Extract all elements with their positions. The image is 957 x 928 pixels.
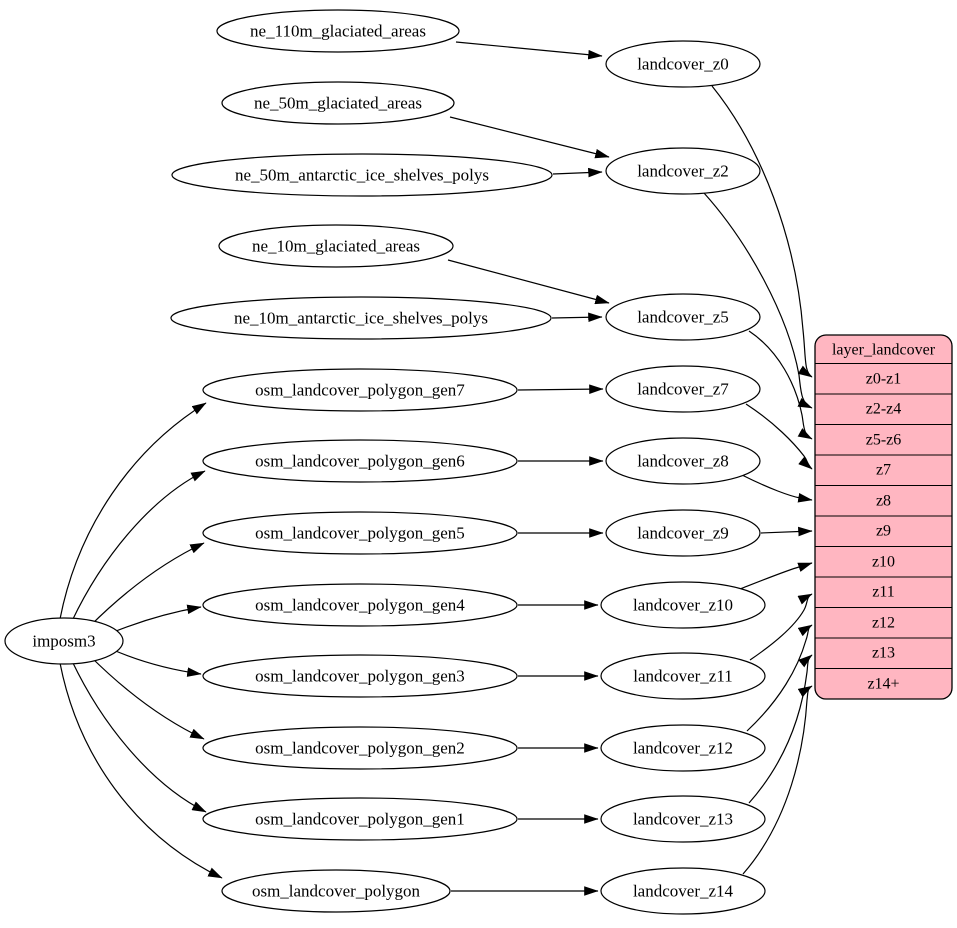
node-osm-landcover-polygon-gen4: osm_landcover_polygon_gen4 [202,583,518,627]
node-ne-50m-antarctic-ice-shelves-polys: ne_50m_antarctic_ice_shelves_polys [171,153,553,197]
table-row-z9: z9 [876,523,891,540]
node-osm-landcover-polygon-gen3: osm_landcover_polygon_gen3 [202,654,518,698]
edge-imposm3-to-gen6 [71,470,206,622]
edge-imposm3-to-gen7 [59,402,207,620]
edge-imposm3-to-gen3 [110,648,202,677]
node-osm-landcover-polygon-gen6: osm_landcover_polygon_gen6 [202,439,518,483]
node-landcover-z10: landcover_z10 [600,581,766,629]
node-label: landcover_z10 [633,596,733,615]
edge-z2-to-row-z2-z4 [703,192,813,409]
node-ne-10m-glaciated-areas: ne_10m_glaciated_areas [218,224,454,268]
edge-imposm3-to-gen5 [88,542,205,628]
node-label: osm_landcover_polygon_gen2 [255,739,465,758]
table-title: layer_landcover [832,342,936,359]
edge-ne10m-antarctic-to-z5 [551,312,603,323]
node-label: landcover_z9 [637,524,729,543]
node-landcover-z0: landcover_z0 [605,40,761,88]
node-label: ne_10m_antarctic_ice_shelves_polys [234,309,488,328]
node-label: landcover_z12 [633,739,733,758]
node-label: osm_landcover_polygon_gen5 [255,524,465,543]
edge-z7-to-row-z7 [745,403,813,470]
node-label: osm_landcover_polygon [252,882,421,901]
node-landcover-z11: landcover_z11 [600,652,766,700]
edges-views [703,85,813,875]
node-label: landcover_z7 [637,380,729,399]
node-landcover-z9: landcover_z9 [605,509,761,557]
edge-ne50m-glaciated-to-z2 [449,116,610,159]
edge-imposm3-to-gen4 [110,604,202,634]
node-label: landcover_z13 [633,810,733,829]
table-row-z0-z1: z0-z1 [866,371,902,388]
edges-sources [447,41,610,896]
edge-z14-to-row-z14 [742,685,813,875]
node-label: ne_110m_glaciated_areas [250,22,426,41]
edge-gen7-to-z7 [517,384,604,394]
table-row-z13: z13 [872,645,895,662]
node-osm-landcover-polygon-gen1: osm_landcover_polygon_gen1 [202,797,518,841]
node-label: osm_landcover_polygon_gen6 [255,452,465,471]
node-label: landcover_z2 [637,162,729,181]
edge-ne50m-antarctic-to-z2 [552,167,603,178]
node-osm-landcover-polygon: osm_landcover_polygon [221,869,451,913]
table-row-z11: z11 [872,584,895,601]
edge-imposm3-to-polygon [59,662,223,879]
table-row-z12: z12 [872,615,895,632]
table-row-z7: z7 [876,462,891,479]
node-landcover-z12: landcover_z12 [600,724,766,772]
edge-z12-to-row-z12 [746,624,813,732]
edge-ne110m-to-z0 [455,41,603,60]
edge-z5-to-row-z5-z6 [748,330,813,440]
edge-imposm3-to-gen2 [88,654,205,740]
table-row-z14plus: z14+ [867,676,899,693]
table-row-z2-z4: z2-z4 [866,401,902,418]
node-label: landcover_z14 [633,882,734,901]
node-ne-50m-glaciated-areas: ne_50m_glaciated_areas [221,81,455,125]
node-label: landcover_z11 [633,667,732,686]
edge-z11-to-row-z11 [749,593,813,661]
table-layer-landcover: layer_landcover z0-z1 z2-z4 z5-z6 z7 z8 … [814,334,953,700]
node-label: osm_landcover_polygon_gen4 [255,596,465,615]
node-label: osm_landcover_polygon_gen3 [255,667,465,686]
edge-z10-to-row-z10 [739,562,813,590]
node-label: ne_10m_glaciated_areas [252,237,420,256]
node-label: landcover_z0 [637,55,729,74]
edge-z0-to-row-z0-z1 [711,85,813,378]
node-osm-landcover-polygon-gen7: osm_landcover_polygon_gen7 [202,368,518,412]
node-landcover-z7: landcover_z7 [605,365,761,413]
edge-imposm3-to-gen1 [71,660,207,813]
table-row-z10: z10 [872,554,895,571]
node-landcover-z5: landcover_z5 [605,293,761,341]
edge-ne10m-glaciated-to-z5 [447,259,610,305]
node-label: landcover_z8 [637,452,729,471]
node-label: osm_landcover_polygon_gen7 [255,381,465,400]
node-label: ne_50m_glaciated_areas [254,94,422,113]
node-landcover-z2: landcover_z2 [605,147,761,195]
node-label: osm_landcover_polygon_gen1 [255,810,465,829]
node-landcover-z13: landcover_z13 [600,795,766,843]
edge-z9-to-row-z9 [760,526,813,537]
node-landcover-z8: landcover_z8 [605,437,761,485]
table-row-z5-z6: z5-z6 [866,432,902,449]
node-label: landcover_z5 [637,308,729,327]
node-imposm3: imposm3 [4,617,124,665]
node-osm-landcover-polygon-gen2: osm_landcover_polygon_gen2 [202,726,518,770]
table-row-z8: z8 [876,493,891,510]
node-label: ne_50m_antarctic_ice_shelves_polys [235,166,489,185]
node-ne-110m-glaciated-areas: ne_110m_glaciated_areas [216,9,460,53]
node-osm-landcover-polygon-gen5: osm_landcover_polygon_gen5 [202,511,518,555]
edge-z8-to-row-z8 [741,474,813,503]
node-label: imposm3 [32,632,95,651]
node-ne-10m-antarctic-ice-shelves-polys: ne_10m_antarctic_ice_shelves_polys [170,296,552,340]
edges-importer [59,402,223,879]
node-landcover-z14: landcover_z14 [600,867,766,915]
